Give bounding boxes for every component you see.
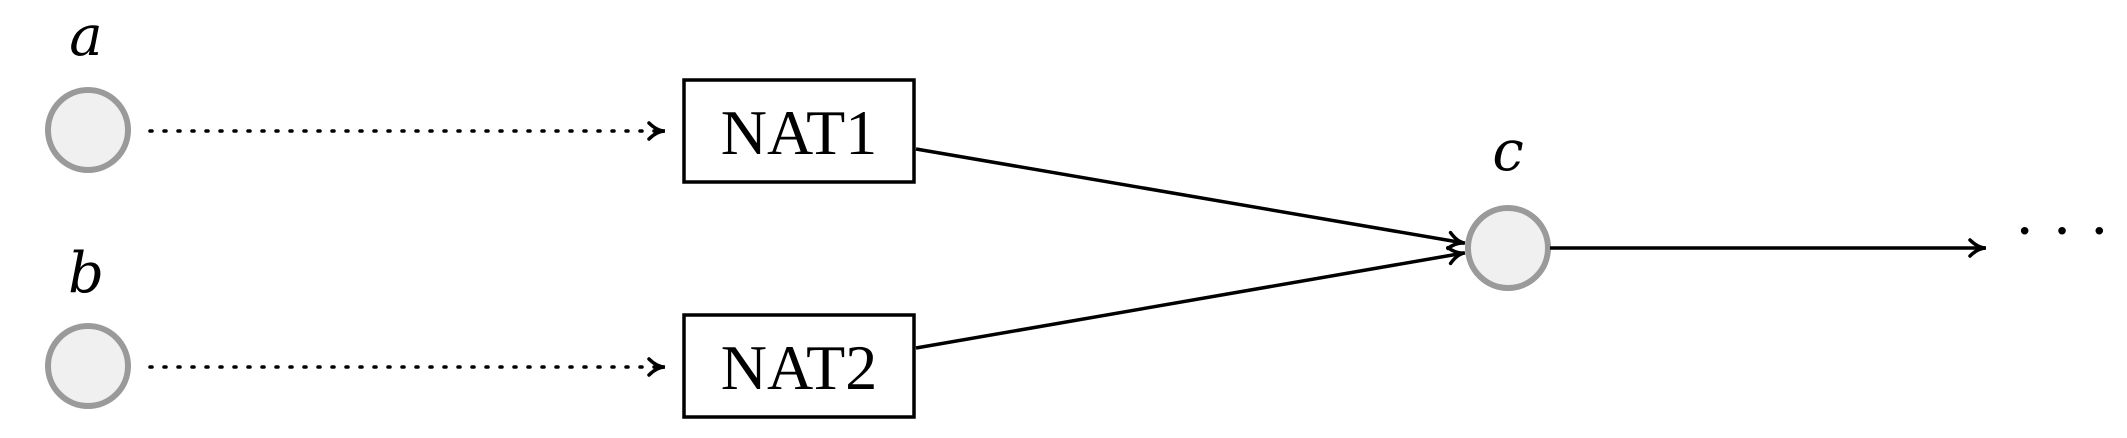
nat2-box <box>682 313 916 419</box>
node-c <box>1465 205 1551 291</box>
edge-nat2-to-c <box>915 245 1466 350</box>
node-b-label: b <box>68 241 104 306</box>
node-a <box>45 87 131 173</box>
node-c-label: c <box>1492 119 1523 184</box>
edge-nat1-to-c <box>915 147 1466 251</box>
nat1-box <box>682 78 916 184</box>
nat2-label: NAT2 <box>721 332 877 403</box>
node-b <box>45 323 131 409</box>
nat1-label: NAT1 <box>721 97 877 168</box>
continuation-ellipsis: · · · <box>2014 195 2110 266</box>
node-a-label: a <box>69 4 102 69</box>
